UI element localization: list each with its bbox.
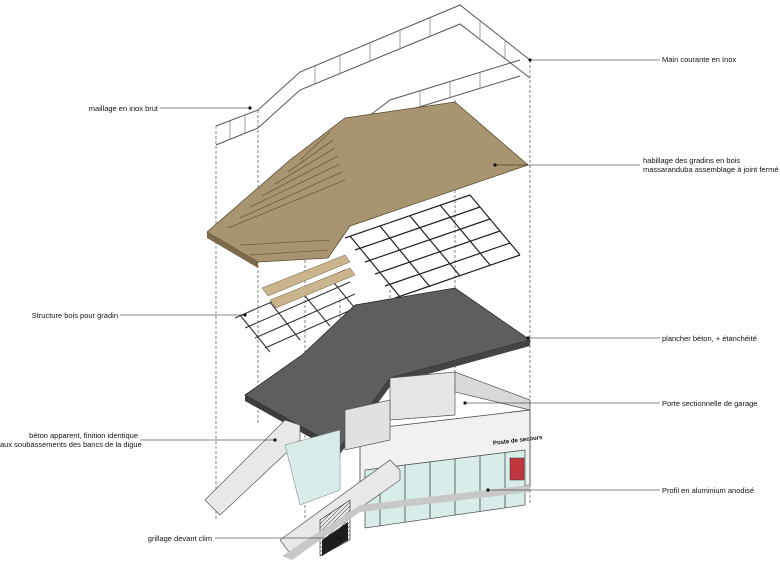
label-beton-line1: béton apparent, finition identique xyxy=(29,431,138,440)
building xyxy=(204,371,531,560)
label-beton-line2: aux soubassements des bancs de la digue xyxy=(0,440,142,449)
wood-bleachers xyxy=(206,101,529,268)
label-beton: béton apparent, finition identique aux s… xyxy=(0,431,142,449)
label-habillage: habillage des gradins en bois massarandu… xyxy=(643,156,779,174)
label-profil: Profil en aluminium anodisé xyxy=(662,486,755,495)
timber-grid-left-wood xyxy=(261,254,356,309)
timber-grid-right xyxy=(344,194,521,299)
label-main-courante: Main courante en Inox xyxy=(662,55,737,64)
label-plancher: plancher béton, + étanchéité xyxy=(662,334,757,343)
upper-handrail-posts xyxy=(229,17,506,140)
label-maillage: maillage en inox brut xyxy=(88,104,158,113)
label-habillage-line1: habillage des gradins en bois xyxy=(643,156,741,165)
label-grillage: grillage devant clim xyxy=(147,534,212,543)
label-structure-bois: Structure bois pour gradin xyxy=(31,311,118,320)
label-porte: Porte sectionnelle de garage xyxy=(662,399,758,408)
label-habillage-line2: massaranduba assemblage à joint fermé xyxy=(643,165,779,174)
upper-handrail xyxy=(215,4,531,146)
leader-lines xyxy=(120,59,660,539)
leader-dots xyxy=(243,58,532,540)
